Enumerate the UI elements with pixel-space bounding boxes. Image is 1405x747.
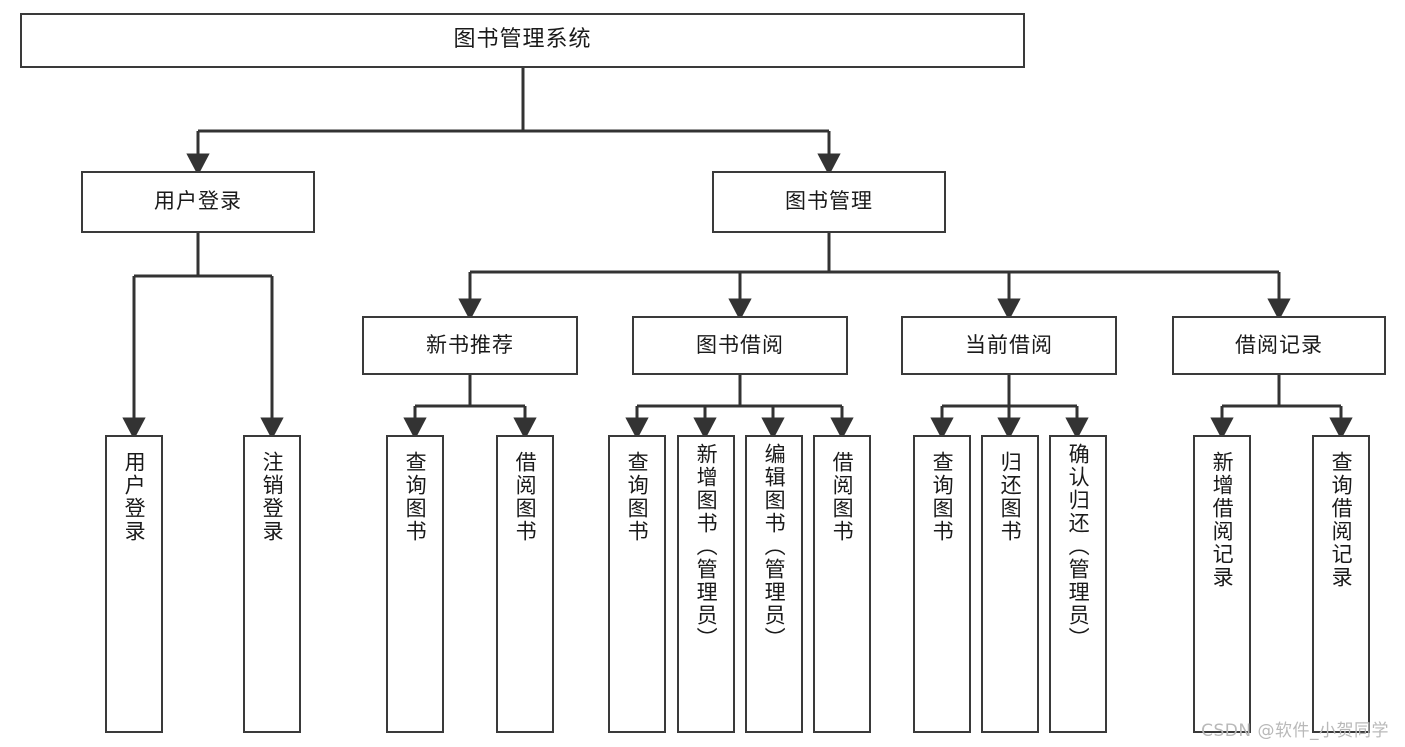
node-book-borrow-label: 图书借阅 (696, 332, 784, 357)
node-root[interactable]: 图书管理系统 (20, 13, 1025, 68)
node-leaf-borrow-book-1[interactable]: 借阅图书 (496, 435, 554, 733)
node-new-book-recommend[interactable]: 新书推荐 (362, 316, 578, 375)
node-leaf-user-logout[interactable]: 注销登录 (243, 435, 301, 733)
node-leaf-query-record[interactable]: 查询借阅记录 (1312, 435, 1370, 733)
node-leaf-query-record-label: 查询借阅记录 (1329, 451, 1354, 589)
node-borrow-record-label: 借阅记录 (1235, 332, 1323, 357)
node-leaf-add-record[interactable]: 新增借阅记录 (1193, 435, 1251, 733)
node-leaf-user-logout-label: 注销登录 (260, 451, 285, 543)
node-leaf-edit-book[interactable]: 编辑图书（管理员） (745, 435, 803, 733)
node-leaf-add-book[interactable]: 新增图书（管理员） (677, 435, 735, 733)
node-leaf-return-book[interactable]: 归还图书 (981, 435, 1039, 733)
node-leaf-add-book-label: 新增图书（管理员） (694, 443, 719, 650)
node-user-login[interactable]: 用户登录 (81, 171, 315, 233)
node-leaf-query-book-1-label: 查询图书 (403, 451, 428, 543)
node-leaf-return-book-label: 归还图书 (998, 451, 1023, 543)
node-leaf-borrow-book-1-label: 借阅图书 (513, 451, 538, 543)
node-new-book-recommend-label: 新书推荐 (426, 332, 514, 357)
node-leaf-query-book-3-label: 查询图书 (930, 451, 955, 543)
node-leaf-borrow-book-2[interactable]: 借阅图书 (813, 435, 871, 733)
node-book-manage-label: 图书管理 (785, 189, 873, 214)
node-current-borrow[interactable]: 当前借阅 (901, 316, 1117, 375)
node-leaf-confirm-return[interactable]: 确认归还（管理员） (1049, 435, 1107, 733)
node-leaf-user-login-label: 用户登录 (122, 451, 147, 543)
node-leaf-confirm-return-label: 确认归还（管理员） (1066, 443, 1091, 650)
node-root-label: 图书管理系统 (453, 27, 592, 53)
node-leaf-query-book-2-label: 查询图书 (625, 451, 650, 543)
node-borrow-record[interactable]: 借阅记录 (1172, 316, 1386, 375)
node-leaf-user-login[interactable]: 用户登录 (105, 435, 163, 733)
node-leaf-query-book-3[interactable]: 查询图书 (913, 435, 971, 733)
node-leaf-add-record-label: 新增借阅记录 (1210, 451, 1235, 589)
node-book-borrow[interactable]: 图书借阅 (632, 316, 848, 375)
node-leaf-query-book-1[interactable]: 查询图书 (386, 435, 444, 733)
node-current-borrow-label: 当前借阅 (965, 332, 1053, 357)
node-user-login-label: 用户登录 (154, 189, 242, 214)
node-leaf-edit-book-label: 编辑图书（管理员） (762, 443, 787, 650)
node-leaf-query-book-2[interactable]: 查询图书 (608, 435, 666, 733)
node-leaf-borrow-book-2-label: 借阅图书 (830, 451, 855, 543)
node-book-manage[interactable]: 图书管理 (712, 171, 946, 233)
